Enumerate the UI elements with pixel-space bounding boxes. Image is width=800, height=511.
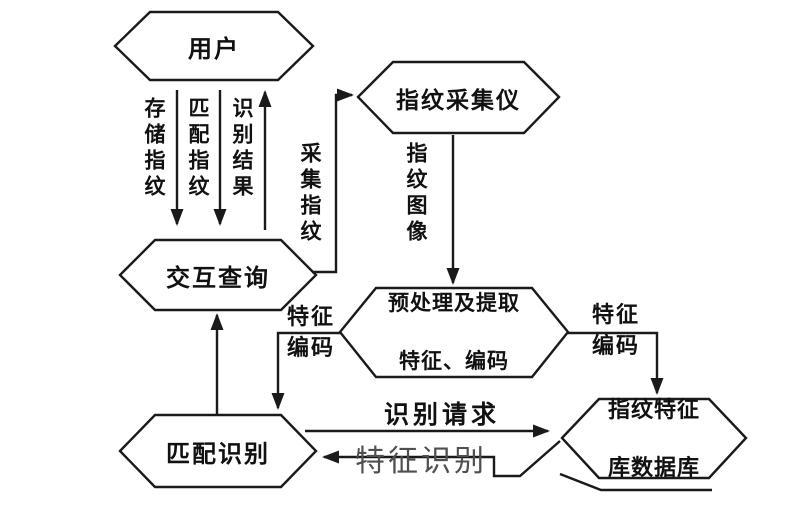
preprocess-node-label-line1: 预处理及提取	[388, 292, 520, 315]
feature-code-left-line2: 编码	[287, 335, 336, 360]
feature-code-right-line2: 编码	[592, 333, 641, 358]
match-node-label: 匹配识别	[166, 440, 270, 468]
fingerprint-image-edge-label: 指纹图像	[404, 142, 427, 246]
flowchart-canvas: 用户 指纹采集仪 交互查询 预处理及提取 特征、编码 匹配识别 指纹特征 库数据…	[113, 10, 748, 492]
database-node-label-line1: 指纹特征	[607, 397, 700, 422]
match-node-shape	[118, 413, 318, 489]
preprocess-node-label-line2: 特征、编码	[399, 350, 509, 373]
feature-code-left-arrow	[271, 331, 340, 410]
scanner-node-label: 指纹采集仪	[396, 86, 521, 113]
recognition-request-edge-label: 识别请求	[384, 401, 501, 429]
recognition-result-edge-label: 识别结果	[230, 97, 253, 201]
feature-code-left-line1: 特征	[287, 304, 336, 329]
feature-code-right-line1: 特征	[592, 302, 641, 327]
user-node-shape	[113, 10, 315, 82]
collect-fingerprint-arrow	[312, 88, 354, 274]
scanner-node-shape	[356, 60, 561, 135]
feature-code-right-edge-label: 特征 编码	[592, 299, 640, 361]
feature-recognition-edge-label: 特征识别	[355, 445, 487, 478]
preprocess-node-label: 预处理及提取 特征、编码	[340, 288, 568, 377]
collect-fingerprint-edge-label: 采集指纹	[298, 142, 321, 246]
database-node-label-line2: 库数据库	[607, 455, 700, 480]
feature-recognition-arrow	[322, 440, 561, 478]
feature-code-left-edge-label: 特征 编码	[287, 301, 335, 363]
database-node-shape	[560, 397, 748, 480]
query-node-shape	[118, 238, 318, 312]
flowchart-shapes-layer	[113, 10, 748, 492]
database-node-label: 指纹特征 库数据库	[562, 397, 746, 480]
database-double-edge-artifact	[559, 472, 712, 492]
store-fingerprint-edge-label: 存储指纹	[142, 97, 165, 201]
user-node-label: 用户	[188, 35, 240, 63]
query-node-label: 交互查询	[166, 264, 270, 292]
feature-code-right-arrow	[568, 331, 664, 395]
match-fingerprint-edge-label: 匹配指纹	[186, 97, 209, 201]
